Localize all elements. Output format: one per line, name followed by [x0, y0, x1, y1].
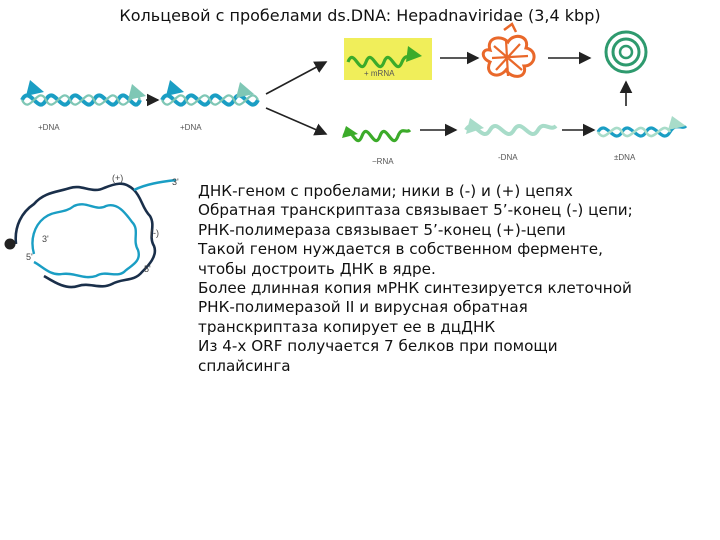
note-line: чтобы достроить ДНК в ядре.	[198, 259, 436, 278]
virion-icon	[604, 30, 648, 74]
label-3-prime-left: 3'	[42, 234, 49, 244]
label-5-prime-left: 5'	[26, 252, 33, 262]
arrow-to-mrna	[265, 61, 328, 95]
note-line: ДНК-геном с пробелами; ники в (-) и (+) …	[198, 182, 573, 200]
note-line: транскриптаза копирует ее в дцДНК	[198, 317, 496, 336]
note-line: Такой геном нуждается в собственном ферм…	[198, 240, 603, 259]
label-pm-dna: ±DNA	[614, 153, 636, 162]
note-line: РНК-полимеразой II и вирусная обратная	[198, 298, 528, 317]
note-line: сплайсинга	[198, 356, 291, 375]
label-plus-dna-2: +DNA	[180, 123, 202, 132]
note-line: Из 4-х ORF получается 7 белков при помощ…	[198, 337, 558, 356]
plus-mrna-wave	[346, 46, 422, 69]
label-plus-dna-1: +DNA	[38, 123, 60, 132]
note-line: РНК-полимераза связывает 5’-конец (+)-це…	[198, 220, 566, 239]
label-3-prime-top: 3'	[172, 177, 179, 187]
capsid-icon	[481, 22, 536, 78]
plus-dna-helix-2	[160, 80, 260, 107]
gapped-genome-icon	[4, 178, 177, 289]
label-plus-strand: (+)	[112, 173, 123, 183]
label-minus-strand: (-)	[150, 228, 159, 238]
minus-dna-strand	[464, 118, 558, 136]
page-title: Кольцевой с пробелами ds.DNA: Hepadnavir…	[119, 6, 601, 25]
label-minus-dna: -DNA	[498, 153, 518, 162]
plus-dna-helix-1	[20, 80, 146, 107]
description-text: ДНК-геном с пробелами; ники в (-) и (+) …	[198, 182, 720, 376]
arrow-to-rna	[265, 107, 328, 136]
minus-rna-wave	[342, 126, 412, 143]
label-minus-rna: −RNA	[372, 157, 394, 166]
note-line: Обратная транскриптаза связывает 5’-коне…	[198, 201, 633, 220]
label-5-prime-right: 5'	[144, 264, 151, 274]
note-line: Более длинная копия мРНК синтезируется к…	[198, 279, 632, 298]
label-plus-mrna: + mRNA	[364, 69, 395, 78]
pm-dna-helix	[596, 116, 688, 138]
